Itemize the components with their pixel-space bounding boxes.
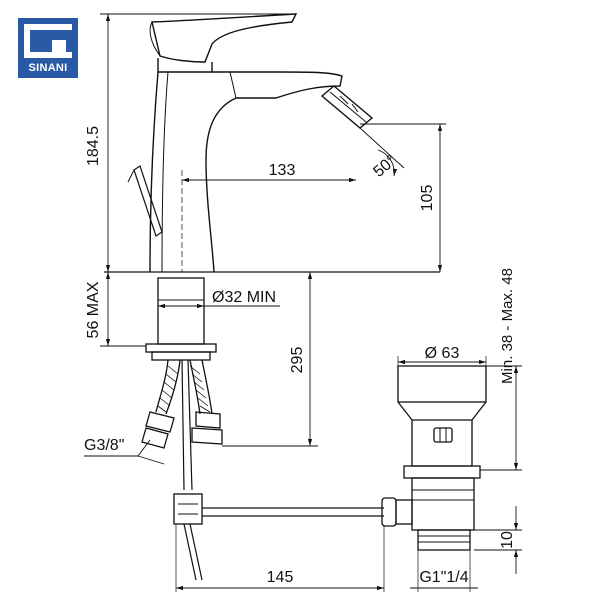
logo-brand-name: SINANI — [28, 62, 68, 74]
dim-hose-length: 295 — [289, 347, 306, 374]
popup-rod — [173, 359, 203, 581]
dim-rod-length: 145 — [267, 569, 294, 586]
dim-tail-length: 10 — [499, 531, 516, 549]
dim-waste-diameter: Ø 63 — [425, 345, 460, 362]
dimension-lines — [84, 13, 522, 592]
lift-rod — [202, 497, 413, 527]
dim-deck-max: 56 MAX — [85, 281, 102, 338]
dim-spout-angle: 50° — [370, 152, 399, 181]
faucet-shank — [145, 277, 217, 361]
dim-height-total: 184.5 — [85, 126, 102, 166]
logo-mark-notch — [52, 40, 66, 52]
sinani-logo: SINANI — [18, 18, 78, 78]
dim-hose-thread: G3/8" — [84, 437, 124, 454]
dim-spout-height: 105 — [419, 185, 436, 212]
waste-drain — [397, 365, 487, 551]
faucet-body — [127, 13, 374, 273]
dim-reach: 133 — [269, 162, 296, 179]
dim-waste-thread: G1"1/4 — [419, 569, 468, 586]
dim-deck-range: Min. 38 - Max. 48 — [499, 268, 516, 384]
dim-hole-diameter: Ø32 MIN — [212, 289, 276, 306]
braided-hoses — [141, 359, 223, 449]
